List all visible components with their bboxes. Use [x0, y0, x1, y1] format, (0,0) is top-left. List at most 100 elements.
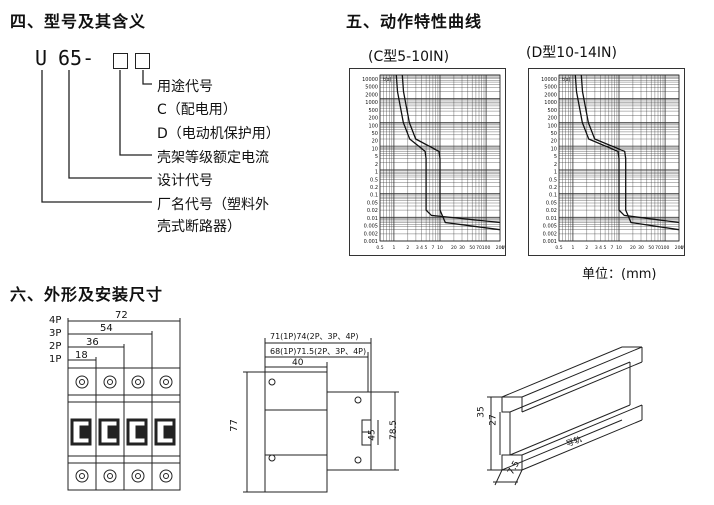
- x-tick-label: 3 4 5: [595, 245, 607, 251]
- width-54: 54: [100, 323, 113, 334]
- y-tick-label: 1000: [365, 100, 378, 106]
- y-tick-label: 500: [547, 108, 557, 114]
- y-tick-label: 0.1: [370, 193, 378, 199]
- y-tick-label: 5: [554, 154, 557, 160]
- x-tick-label: 70: [655, 245, 661, 251]
- y-tick-label: 10000: [541, 77, 557, 83]
- y-tick-label: 0.001: [543, 239, 557, 245]
- x-tick-label: 50: [469, 245, 475, 251]
- section4-title: 四、型号及其含义: [10, 12, 147, 31]
- y-tick-label: 0.002: [364, 231, 378, 237]
- y-tick-label: 0.01: [546, 216, 557, 222]
- unit-label: 单位：(mm): [582, 267, 657, 282]
- x-tick-label: 50: [648, 245, 654, 251]
- y-tick-label: 1: [375, 170, 378, 176]
- x-tick-label: 7: [610, 245, 613, 251]
- y-tick-label: 2000: [544, 92, 557, 98]
- x-tick-label: 0.5: [376, 245, 383, 251]
- y-tick-label: 0.005: [543, 224, 557, 230]
- y-tick-label: 100: [368, 123, 378, 129]
- y-tick-label: 0.2: [370, 185, 378, 191]
- y-tick-label: 5000: [544, 85, 557, 91]
- x-axis-label: I/IN: [502, 245, 505, 251]
- y-tick-label: 2000: [365, 92, 378, 98]
- section5-title: 五、动作特性曲线: [346, 12, 483, 31]
- design-code-label: 设计代号: [157, 173, 213, 189]
- y-tick-label: 0.5: [370, 177, 378, 183]
- x-tick-label: 20: [451, 245, 457, 251]
- x-tick-label: 0.5: [555, 245, 562, 251]
- y-tick-label: 0.01: [367, 216, 378, 222]
- side-dim-40: 40: [292, 358, 304, 368]
- maker-code-label-2: 壳式断路器）: [157, 219, 241, 235]
- x-tick-label: 30: [459, 245, 465, 251]
- x-tick-label: 1: [571, 245, 574, 251]
- width-72: 72: [115, 310, 128, 321]
- y-tick-label: 10: [551, 146, 557, 152]
- curve-c-svg: 100005000200010005002001005020105210.50.…: [362, 74, 505, 251]
- curve-upper: [580, 74, 680, 231]
- y-tick-label: 0.2: [549, 185, 557, 191]
- y-tick-label: 0.002: [543, 231, 557, 237]
- x-tick-label: 100: [482, 245, 491, 251]
- y-tick-label: 100: [547, 123, 557, 129]
- y-tick-label: 0.005: [364, 224, 378, 230]
- side-dim-top1: 71(1P)74(2P、3P、4P): [270, 332, 359, 341]
- curve-c-label: (C型5-10IN): [368, 49, 450, 65]
- y-tick-label: 5000: [365, 85, 378, 91]
- x-tick-label: 2: [406, 245, 409, 251]
- plot-frame: [558, 74, 680, 242]
- curve-d-svg: 100005000200010005002001005020105210.50.…: [541, 74, 684, 251]
- curve-d-label: (D型10-14IN): [526, 45, 617, 61]
- y-tick-label: 0.05: [367, 200, 378, 206]
- x-tick-label: 1: [392, 245, 395, 251]
- y-tick-label: 10000: [362, 77, 378, 83]
- y-tick-label: 50: [551, 131, 557, 137]
- x-tick-label: 70: [476, 245, 482, 251]
- x-axis-label: I/IN: [681, 245, 684, 251]
- y-tick-label: 50: [372, 131, 378, 137]
- width-18: 18: [75, 350, 88, 361]
- curve-lower: [574, 74, 680, 224]
- x-tick-label: 200: [675, 245, 684, 251]
- x-tick-label: 100: [661, 245, 670, 251]
- y-tick-label: 200: [368, 116, 378, 122]
- x-tick-label: 7: [431, 245, 434, 251]
- side-dim-top2: 68(1P)71.5(2P、3P、4P): [270, 347, 367, 356]
- y-tick-label: 5: [375, 154, 378, 160]
- y-tick-label: 0.05: [546, 200, 557, 206]
- y-tick-label: 10: [372, 146, 378, 152]
- y-tick-label: 20: [372, 139, 378, 145]
- code-box-frame: [113, 53, 128, 69]
- d-type-label: D（电动机保护用）: [157, 126, 280, 142]
- x-tick-label: 200: [496, 245, 505, 251]
- pole-4p: 4P: [49, 315, 62, 326]
- y-tick-label: 1: [554, 170, 557, 176]
- pole-3p: 3P: [49, 328, 62, 339]
- width-36: 36: [86, 337, 99, 348]
- c-type-label: C（配电用）: [157, 102, 237, 118]
- x-tick-label: 2: [585, 245, 588, 251]
- y-tick-label: 0.02: [546, 208, 557, 214]
- code-u: U: [35, 46, 48, 70]
- curve-lower: [395, 74, 501, 224]
- maker-code-label-1: 厂名代号（塑料外: [157, 197, 269, 213]
- y-axis-label: t(s): [562, 77, 571, 83]
- y-tick-label: 0.001: [364, 239, 378, 245]
- code-65: 65-: [58, 46, 95, 70]
- y-tick-label: 0.5: [549, 177, 557, 183]
- y-tick-label: 200: [547, 116, 557, 122]
- x-tick-label: 3 4 5: [416, 245, 428, 251]
- x-tick-label: 20: [630, 245, 636, 251]
- y-tick-label: 500: [368, 108, 378, 114]
- plot-frame: [379, 74, 501, 242]
- y-tick-label: 0.02: [367, 208, 378, 214]
- y-tick-label: 0.1: [549, 193, 557, 199]
- pole-1p: 1P: [49, 354, 62, 365]
